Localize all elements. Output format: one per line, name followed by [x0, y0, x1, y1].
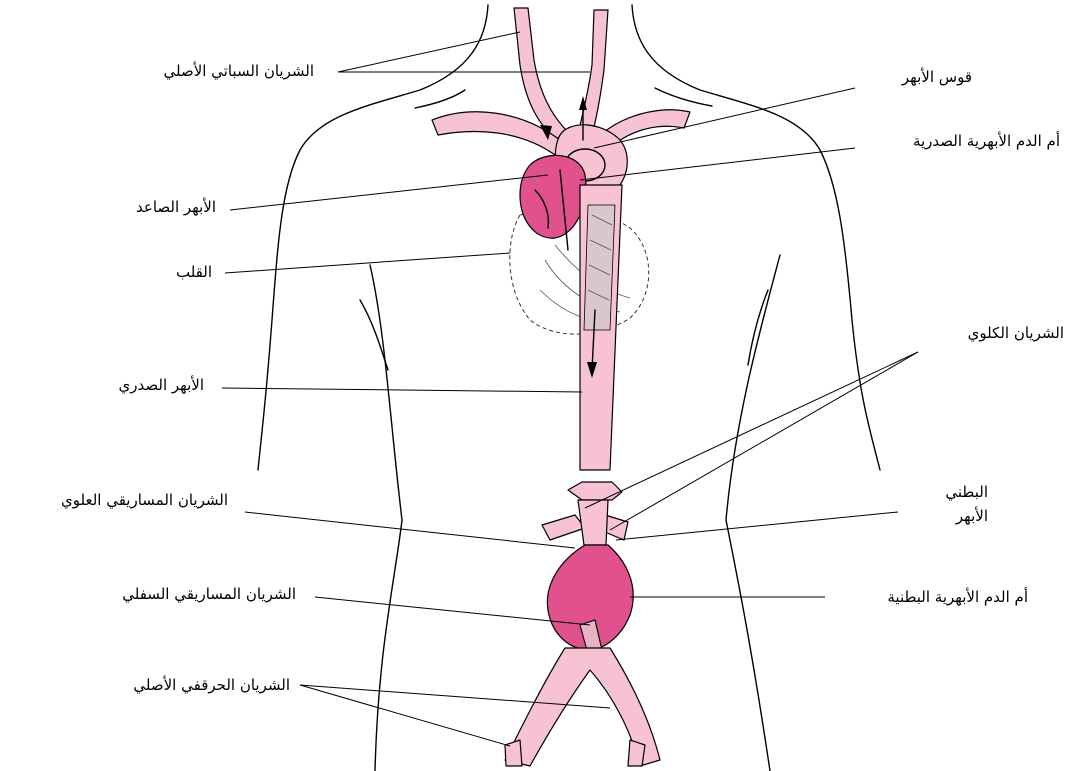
- label-aortic-arch: قوس الأبهر: [901, 68, 972, 86]
- label-thoracic-aorta: الأبهر الصدري: [118, 376, 204, 394]
- heart-shape: [509, 209, 650, 335]
- label-ascending-aorta: الأبهر الصاعد: [136, 198, 216, 216]
- renal-arteries-shape: [541, 481, 629, 546]
- label-abdominal-aorta-2: الأبهر: [955, 507, 988, 525]
- label-common-carotid: الشريان السباتي الأصلي: [163, 62, 314, 80]
- body-outline: [257, 4, 881, 771]
- label-thoracic-aneurysm: أم الدم الأبهرية الصدرية: [912, 132, 1060, 150]
- carotid-arteries: [513, 7, 609, 141]
- iliac-arteries-shape: [504, 647, 661, 767]
- ascending-aorta-aneurysm: [519, 154, 587, 251]
- label-heart: القلب: [175, 263, 212, 281]
- label-common-iliac: الشريان الحرقفي الأصلي: [133, 676, 290, 694]
- label-abdominal-aneurysm: أم الدم الأبهرية البطنية: [887, 588, 1028, 606]
- label-inferior-mesenteric: الشريان المساريقي السفلي: [122, 585, 296, 603]
- thoracic-aorta-shape: [540, 96, 623, 471]
- label-superior-mesenteric: الشريان المساريقي العلوي: [61, 491, 228, 509]
- label-abdominal-aorta-1: البطني: [945, 483, 988, 501]
- abdominal-aorta-aneurysm: [546, 544, 634, 655]
- leader-lines: [221, 31, 919, 747]
- label-renal-artery: الشريان الكلوي: [967, 324, 1064, 342]
